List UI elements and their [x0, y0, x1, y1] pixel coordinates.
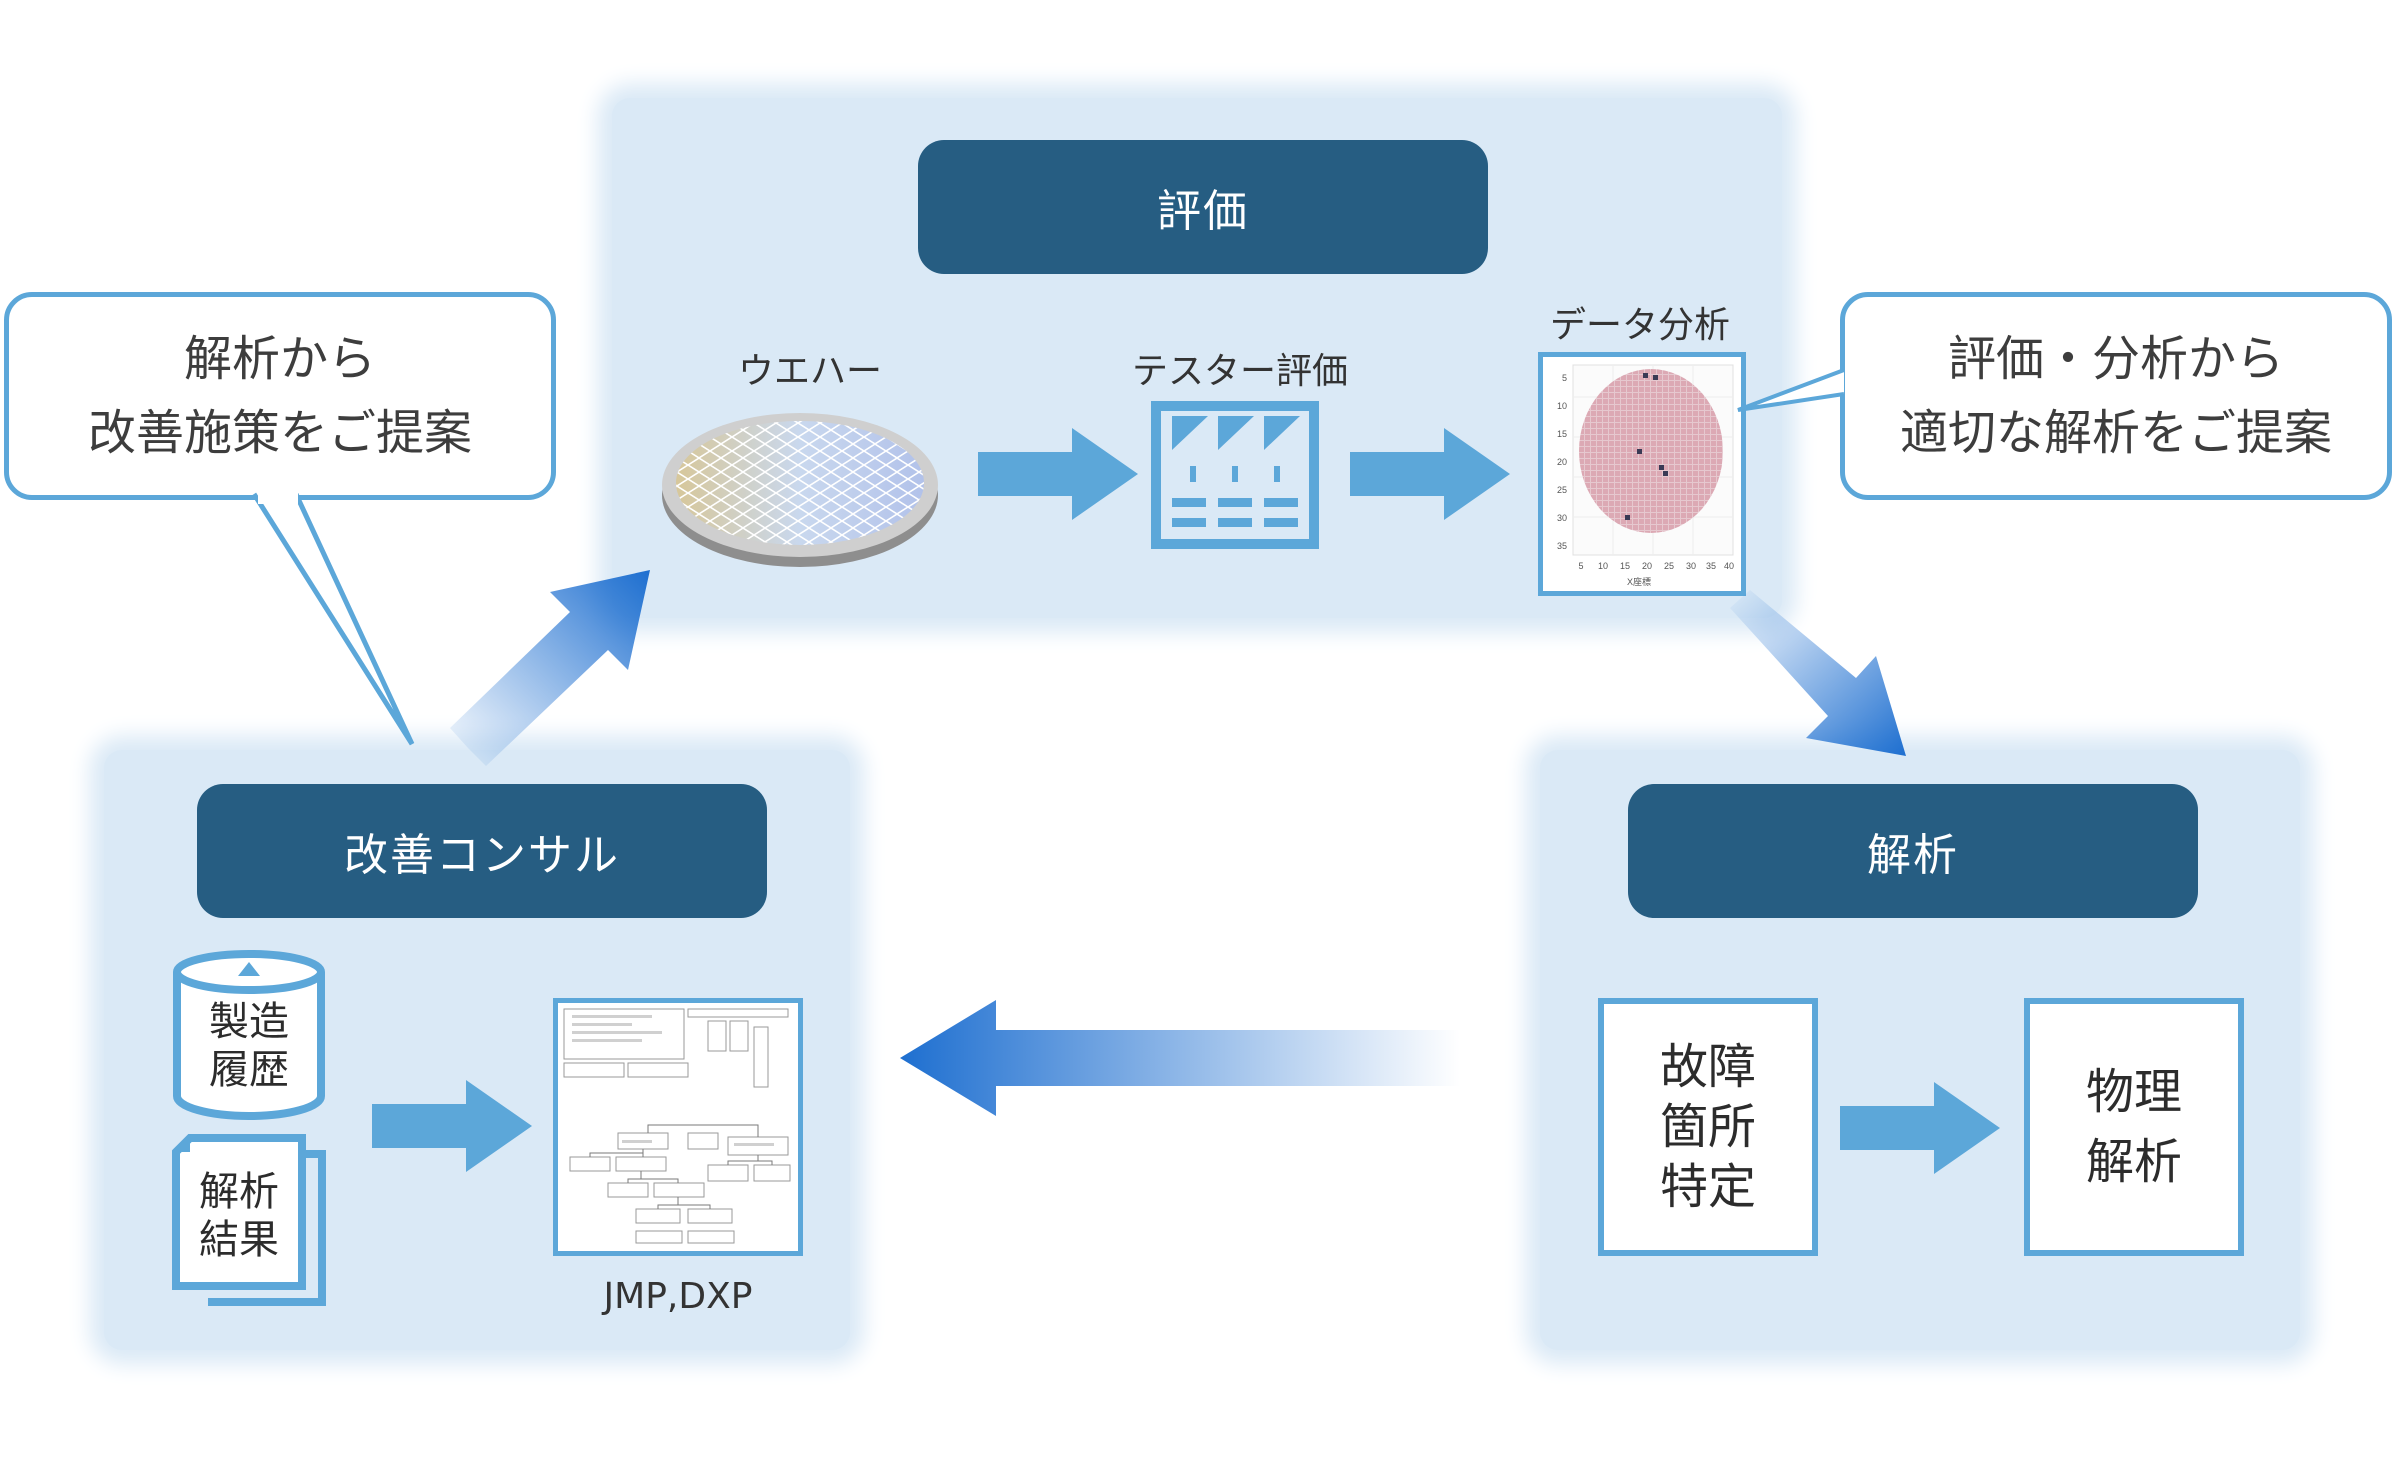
wafer-map-y-tick: 15 — [1557, 429, 1567, 439]
wafer-map-y-tick: 10 — [1557, 401, 1567, 411]
left-callout-tail-cover — [258, 490, 298, 504]
manufacturing-history-label: 製造 履歴 — [172, 998, 326, 1094]
arrow-right-icon — [1840, 1082, 2000, 1174]
wafer-icon — [662, 413, 938, 567]
decision-tree-screenshot — [553, 998, 803, 1256]
right-callout-line: 評価・分析から — [1947, 331, 2284, 387]
wafer-map-y-tick: 30 — [1557, 513, 1567, 523]
manufacturing-history-line: 製造 — [209, 999, 289, 1045]
tester-icon — [1151, 401, 1319, 549]
evaluation-header: 評価 — [918, 140, 1488, 274]
physical-analysis-line: 物理 — [2085, 1064, 2182, 1120]
gradient-arrow-left-icon — [900, 1000, 1460, 1116]
right-callout-line: 適切な解析をご提案 — [1899, 405, 2332, 461]
tester-label: テスター評価 — [1131, 351, 1348, 392]
gradient-arrow-up-right-icon — [450, 570, 650, 766]
decision-tree-graphic — [563, 1008, 791, 1244]
wafer-label: ウエハー — [737, 351, 882, 392]
fault-location-line: 箇所 — [1659, 1099, 1756, 1155]
wafer-map-x-tick: 35 — [1706, 561, 1716, 571]
analysis-results-line: 解析 — [199, 1169, 279, 1215]
right-callout: 評価・分析から 適切な解析をご提案 — [1840, 292, 2392, 500]
wafer-map-plot: 5 10 15 20 25 30 35 5 10 15 20 25 30 35 … — [1557, 364, 1734, 587]
database-icon — [173, 950, 325, 1120]
fault-location-box: 故障 箇所 特定 — [1598, 998, 1818, 1256]
arrow-right-icon — [372, 1080, 532, 1172]
wafer-map-x-tick: 40 — [1724, 561, 1734, 571]
wafer-map-x-tick: 25 — [1664, 561, 1674, 571]
wafer-map-y-tick: 20 — [1557, 457, 1567, 467]
tool-label: JMP,DXP — [603, 1276, 753, 1317]
analysis-header: 解析 — [1628, 784, 2198, 918]
left-callout-tail — [251, 492, 415, 746]
arrow-right-icon — [1350, 428, 1510, 520]
document-icon — [172, 1134, 326, 1306]
analysis-results-line: 結果 — [199, 1217, 279, 1263]
gradient-arrow-down-right-icon — [1730, 590, 1906, 756]
wafer-map-y-tick: 5 — [1562, 373, 1567, 383]
wafer-map-chart: 5 10 15 20 25 30 35 5 10 15 20 25 30 35 … — [1538, 352, 1746, 596]
consulting-header: 改善コンサル — [197, 784, 767, 918]
analysis-results-label: 解析 結果 — [176, 1168, 302, 1264]
wafer-map-x-tick: 5 — [1578, 561, 1583, 571]
physical-analysis-line: 解析 — [2085, 1134, 2182, 1190]
wafer-map-x-tick: 15 — [1620, 561, 1630, 571]
data-analysis-label: データ分析 — [1549, 305, 1730, 346]
fault-location-line: 故障 — [1659, 1039, 1756, 1095]
manufacturing-history-line: 履歴 — [209, 1047, 289, 1093]
wafer-map-y-tick: 25 — [1557, 485, 1567, 495]
wafer-map-x-tick: 30 — [1686, 561, 1696, 571]
wafer-map-x-tick: 10 — [1598, 561, 1608, 571]
wafer-map-x-axis-label: X座標 — [1627, 576, 1651, 587]
physical-analysis-box: 物理 解析 — [2024, 998, 2244, 1256]
wafer-map-x-tick: 20 — [1642, 561, 1652, 571]
right-callout-tail — [1737, 368, 1845, 412]
left-callout: 解析から 改善施策をご提案 — [4, 292, 556, 500]
left-callout-line: 解析から — [183, 331, 376, 387]
left-callout-line: 改善施策をご提案 — [87, 405, 472, 461]
arrow-right-icon — [978, 428, 1138, 520]
wafer-map-y-tick: 35 — [1557, 541, 1567, 551]
fault-location-line: 特定 — [1659, 1159, 1756, 1215]
